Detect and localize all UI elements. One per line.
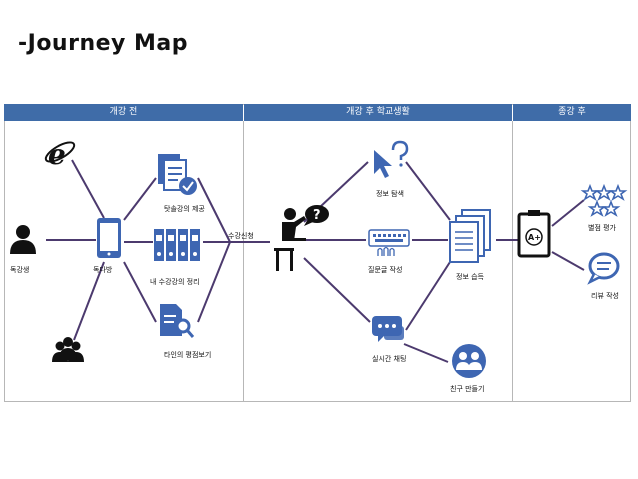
- edge-person-chat: [303, 257, 371, 323]
- cursor-question-icon: [374, 140, 409, 178]
- edge-clipboard-stars: [551, 199, 585, 227]
- phase-divider-2: [512, 121, 513, 402]
- phase-divider-1: [243, 121, 244, 402]
- docs-label: 정보 습득: [456, 272, 485, 281]
- svg-text:A+: A+: [528, 233, 541, 242]
- keyboard-label: 질문글 작성: [368, 265, 402, 274]
- edge-phone-doccheck: [123, 177, 157, 221]
- edge-phone-docsearch: [123, 261, 157, 323]
- edge-group-phone: [73, 261, 105, 341]
- document-check-icon: [158, 154, 197, 195]
- chat-label: 실시간 채팅: [372, 354, 406, 363]
- person-question-icon: ?: [274, 205, 329, 271]
- edge-ie-phone: [71, 159, 105, 219]
- svg-text:?: ?: [313, 208, 321, 223]
- doc-search-label: 타인의 평점보기: [164, 350, 211, 359]
- clipboard-grade-icon: A+: [517, 210, 551, 258]
- friends-icon: [452, 344, 486, 378]
- cursor-label: 정보 탐색: [376, 189, 404, 198]
- binders-label: 내 수강강의 정리: [150, 277, 200, 286]
- keyboard-icon: [368, 229, 410, 256]
- phase-header-semester: 개강 후 학교생활: [244, 104, 512, 121]
- student-icon: [10, 225, 36, 254]
- edge-clipboard-speech: [551, 251, 585, 271]
- edge-chat-friends: [403, 343, 449, 363]
- documents-stack-icon: [449, 209, 491, 263]
- group-icon: [52, 337, 84, 362]
- phone-icon: [97, 218, 121, 258]
- friends-label: 친구 만들기: [450, 384, 484, 393]
- ie-icon: e: [44, 138, 76, 171]
- doc-check-label: 탓솔강의 제공: [164, 204, 205, 213]
- slide-title: -Journey Map: [18, 31, 189, 56]
- chat-icon: [372, 316, 404, 342]
- edge-chat-docs: [405, 261, 451, 331]
- phase-header-after: 종강 후: [513, 104, 631, 121]
- stars-label: 별점 평가: [588, 223, 617, 232]
- student-label: 독강생: [10, 265, 29, 274]
- edge-docsearch-hub: [197, 241, 231, 323]
- speech-bubble-icon: [587, 252, 620, 285]
- phone-label: 독다방: [93, 265, 113, 274]
- edges: [46, 159, 585, 363]
- edge-cursor-docs: [405, 161, 451, 221]
- enroll-label: 수강신청: [228, 231, 254, 240]
- svg-text:e: e: [48, 138, 66, 171]
- speech-label: 리뷰 작성: [591, 291, 619, 300]
- phase-header-before: 개강 전: [4, 104, 243, 121]
- edge-doccheck-hub: [197, 177, 231, 243]
- binders-icon: [154, 229, 200, 261]
- document-search-icon: [160, 304, 195, 338]
- stars-icon: [580, 183, 628, 217]
